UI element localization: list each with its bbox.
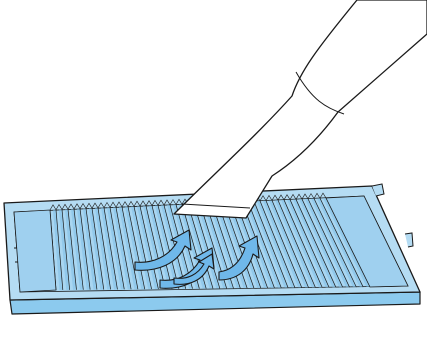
filter-left-block bbox=[14, 210, 56, 292]
filter-tab-right-bottom bbox=[405, 233, 413, 247]
nozzle-left-edge bbox=[266, 82, 295, 96]
nozzle-body bbox=[174, 0, 427, 218]
vacuum-nozzle-icon bbox=[174, 0, 427, 218]
